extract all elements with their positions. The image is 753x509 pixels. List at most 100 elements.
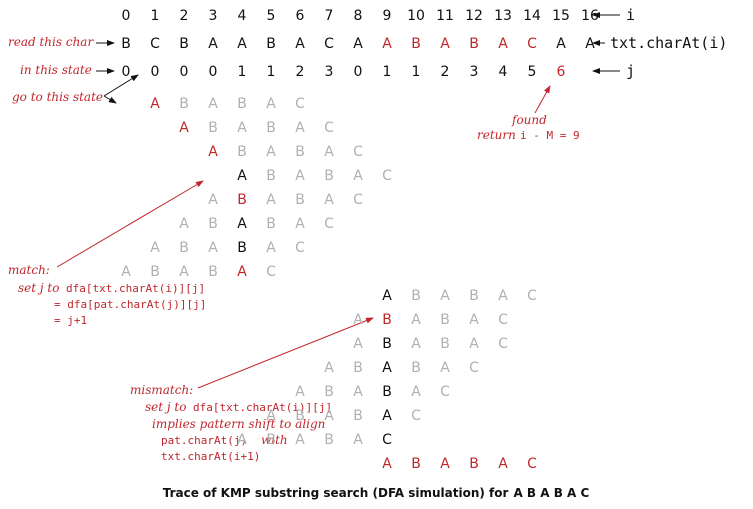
index-label: 0 bbox=[122, 8, 131, 24]
trace-char: A bbox=[411, 336, 421, 352]
caption-pattern: A B A B A C bbox=[513, 486, 589, 500]
trace-char: C bbox=[382, 168, 392, 184]
trace-char: A bbox=[295, 432, 305, 448]
index-label: 16 bbox=[581, 8, 599, 24]
state-value: 2 bbox=[441, 64, 450, 80]
trace-char: B bbox=[179, 240, 189, 256]
arrow-go-to-state bbox=[103, 95, 117, 104]
trace-char: C bbox=[498, 312, 508, 328]
state-value: 2 bbox=[296, 64, 305, 80]
text-char: C bbox=[150, 36, 160, 52]
trace-char: A bbox=[208, 240, 218, 256]
return-label: return bbox=[477, 128, 516, 142]
arrow-go-to-state-up bbox=[103, 74, 139, 97]
text-char: B bbox=[266, 36, 276, 52]
mismatch-implies: implies pattern shift to align bbox=[152, 417, 325, 431]
trace-char: A bbox=[411, 384, 421, 400]
trace-char: C bbox=[382, 432, 392, 448]
state-value: 3 bbox=[470, 64, 479, 80]
text-char: A bbox=[295, 36, 305, 52]
trace-char: B bbox=[440, 312, 450, 328]
trace-char: A bbox=[237, 120, 247, 136]
trace-char: C bbox=[527, 288, 537, 304]
trace-char: A bbox=[266, 144, 276, 160]
mismatch-set-label: set j to bbox=[145, 400, 186, 414]
trace-char: B bbox=[266, 168, 276, 184]
trace-char: A bbox=[237, 264, 247, 280]
state-value: 6 bbox=[557, 64, 566, 80]
trace-char: C bbox=[498, 336, 508, 352]
match-line1: dfa[txt.charAt(i)][j] bbox=[66, 282, 205, 295]
mismatch-label: mismatch: bbox=[130, 383, 193, 397]
trace-char: B bbox=[324, 384, 334, 400]
trace-char: B bbox=[208, 120, 218, 136]
trace-char: B bbox=[295, 192, 305, 208]
mismatch-pat: pat.charAt(j) bbox=[161, 434, 247, 447]
trace-char: A bbox=[353, 432, 363, 448]
mismatch-line1: dfa[txt.charAt(i)][j] bbox=[193, 401, 332, 414]
match-set-label: set j to bbox=[18, 281, 59, 295]
text-char: C bbox=[527, 36, 537, 52]
trace-char: A bbox=[266, 240, 276, 256]
trace-char: B bbox=[324, 432, 334, 448]
mismatch-txt: txt.charAt(i+1) bbox=[161, 450, 260, 463]
caption: Trace of KMP substring search (DFA simul… bbox=[163, 486, 590, 500]
trace-char: C bbox=[353, 144, 363, 160]
text-char: A bbox=[237, 36, 247, 52]
state-value: 3 bbox=[325, 64, 334, 80]
trace-char: A bbox=[440, 360, 450, 376]
text-char: A bbox=[208, 36, 218, 52]
text-char: B bbox=[469, 36, 479, 52]
trace-char: C bbox=[324, 120, 334, 136]
trace-char: B bbox=[295, 408, 305, 424]
trace-char: A bbox=[266, 192, 276, 208]
trace-char: C bbox=[527, 456, 537, 472]
trace-char: B bbox=[237, 240, 247, 256]
trace-char: A bbox=[411, 312, 421, 328]
index-label: 1 bbox=[151, 8, 160, 24]
trace-char: B bbox=[353, 408, 363, 424]
trace-char: A bbox=[353, 312, 363, 328]
trace-char: A bbox=[237, 168, 247, 184]
in-this-state-label: in this state bbox=[20, 63, 92, 77]
trace-char: A bbox=[324, 144, 334, 160]
arrow-match bbox=[56, 180, 204, 268]
match-line3: = j+1 bbox=[54, 314, 87, 327]
index-label: 3 bbox=[209, 8, 218, 24]
read-this-char-label: read this char bbox=[8, 35, 94, 49]
text-char: A bbox=[556, 36, 566, 52]
trace-char: A bbox=[295, 216, 305, 232]
trace-char: A bbox=[295, 384, 305, 400]
trace-char: C bbox=[411, 408, 421, 424]
state-value: 0 bbox=[209, 64, 218, 80]
state-value: 5 bbox=[528, 64, 537, 80]
index-label: 5 bbox=[267, 8, 276, 24]
index-label: 4 bbox=[238, 8, 247, 24]
trace-char: B bbox=[208, 216, 218, 232]
txt-charAt-label: txt.charAt(i) bbox=[610, 34, 727, 52]
trace-char: B bbox=[150, 264, 160, 280]
mismatch-with: with bbox=[261, 433, 288, 447]
trace-char: C bbox=[295, 240, 305, 256]
trace-char: C bbox=[324, 216, 334, 232]
match-line2: = dfa[pat.charAt(j)][j] bbox=[54, 298, 206, 311]
trace-char: A bbox=[208, 144, 218, 160]
trace-char: A bbox=[150, 240, 160, 256]
trace-char: B bbox=[469, 456, 479, 472]
trace-char: B bbox=[266, 120, 276, 136]
text-char: A bbox=[585, 36, 595, 52]
trace-char: B bbox=[237, 96, 247, 112]
state-value: 0 bbox=[122, 64, 131, 80]
match-label: match: bbox=[8, 263, 50, 277]
trace-char: A bbox=[440, 288, 450, 304]
trace-char: A bbox=[382, 456, 392, 472]
trace-char: B bbox=[237, 192, 247, 208]
trace-char: B bbox=[411, 360, 421, 376]
j-label: j bbox=[626, 62, 635, 80]
text-char: C bbox=[324, 36, 334, 52]
trace-char: A bbox=[353, 336, 363, 352]
state-value: 1 bbox=[412, 64, 421, 80]
index-label: 9 bbox=[383, 8, 392, 24]
trace-char: A bbox=[498, 288, 508, 304]
trace-char: A bbox=[208, 192, 218, 208]
